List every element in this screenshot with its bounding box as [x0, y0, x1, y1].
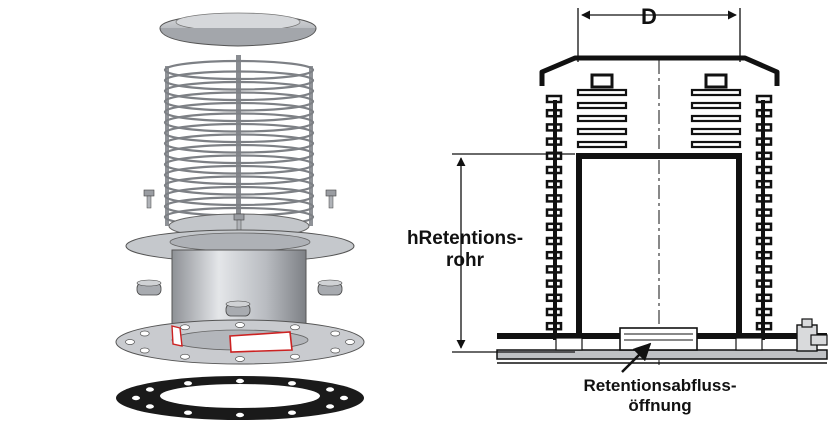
cage-ring — [163, 185, 315, 207]
bottom-flange — [115, 319, 365, 365]
cage-ring — [163, 122, 315, 144]
inner-fin — [576, 114, 628, 123]
flange-hole — [180, 324, 190, 331]
gasket-hole — [326, 387, 335, 392]
section-view — [410, 0, 840, 430]
outlet-cutout-side — [171, 325, 183, 347]
dimension-h — [452, 153, 575, 353]
outlet-block — [619, 327, 698, 351]
flange-hole — [235, 356, 245, 362]
cage-ring — [163, 164, 315, 186]
cage-ring — [163, 101, 315, 123]
outer-walls — [553, 100, 765, 340]
height-label: hRetentions- rohr — [400, 228, 530, 272]
bolt-left — [143, 189, 155, 209]
cage-ring — [163, 91, 315, 112]
inner-fin — [576, 140, 628, 149]
cage-ring — [163, 154, 315, 175]
central-rod — [236, 55, 241, 225]
flange-hole — [139, 330, 150, 337]
section-bolt — [796, 318, 828, 352]
nut-right — [317, 279, 343, 296]
gasket-hole — [326, 404, 335, 409]
nut-center — [225, 300, 251, 317]
dimension-d-label: D — [641, 4, 657, 29]
cage-ring — [163, 112, 315, 133]
gasket-hole — [132, 395, 140, 401]
height-label-line2: rohr — [446, 249, 484, 271]
cage-ring — [163, 80, 315, 102]
outlet-cutout — [229, 331, 293, 353]
flange-hole — [330, 347, 341, 354]
flange-hole — [235, 322, 245, 328]
outlet-label: Retentionsabfluss- öffnung — [570, 376, 750, 415]
exploded-view — [115, 12, 365, 420]
bolt-right — [325, 189, 337, 209]
inner-fin — [690, 140, 742, 149]
gasket-hole — [236, 412, 244, 418]
gasket-hole — [288, 410, 296, 415]
flange-hole — [290, 353, 300, 360]
inner-fin — [690, 101, 742, 110]
inner-fin — [576, 101, 628, 110]
cage-ring — [163, 59, 315, 81]
flange-hole — [330, 330, 341, 337]
cover-lid — [159, 12, 317, 47]
cage-ring — [163, 70, 315, 91]
gasket-hole — [184, 381, 192, 386]
flange-hole — [180, 353, 190, 360]
nut-left — [136, 279, 162, 296]
flange-hole — [290, 324, 300, 331]
inner-fin — [690, 114, 742, 123]
gasket-hole — [184, 410, 192, 415]
gasket-ring — [116, 376, 364, 420]
inner-fin — [576, 127, 628, 136]
outlet-label-line2: öffnung — [628, 395, 692, 415]
exploded-view-drawing — [115, 12, 365, 420]
gasket-hole — [236, 378, 244, 384]
section-view-drawing — [452, 8, 828, 373]
flange-hole — [345, 339, 355, 345]
gasket-hole — [145, 387, 154, 392]
gasket-hole — [288, 381, 296, 386]
dimension-d — [577, 8, 741, 62]
flange-hole — [125, 339, 135, 345]
inner-fin — [690, 127, 742, 136]
inner-fin — [690, 88, 742, 97]
cage-ring — [163, 133, 315, 154]
gasket-hole — [145, 404, 154, 409]
cage-ring — [163, 143, 315, 165]
section-cap — [539, 55, 780, 86]
outlet-arrow — [621, 342, 652, 373]
flange-hole — [139, 347, 150, 354]
inner-fin — [576, 88, 628, 97]
fins-inner — [576, 88, 742, 149]
gasket-hole — [340, 395, 348, 401]
outlet-label-line1: Retentionsabfluss- — [583, 376, 737, 395]
height-label-line1: hRetentions- — [406, 228, 524, 249]
inner-pipe — [576, 153, 742, 352]
cage-ring — [163, 175, 315, 196]
